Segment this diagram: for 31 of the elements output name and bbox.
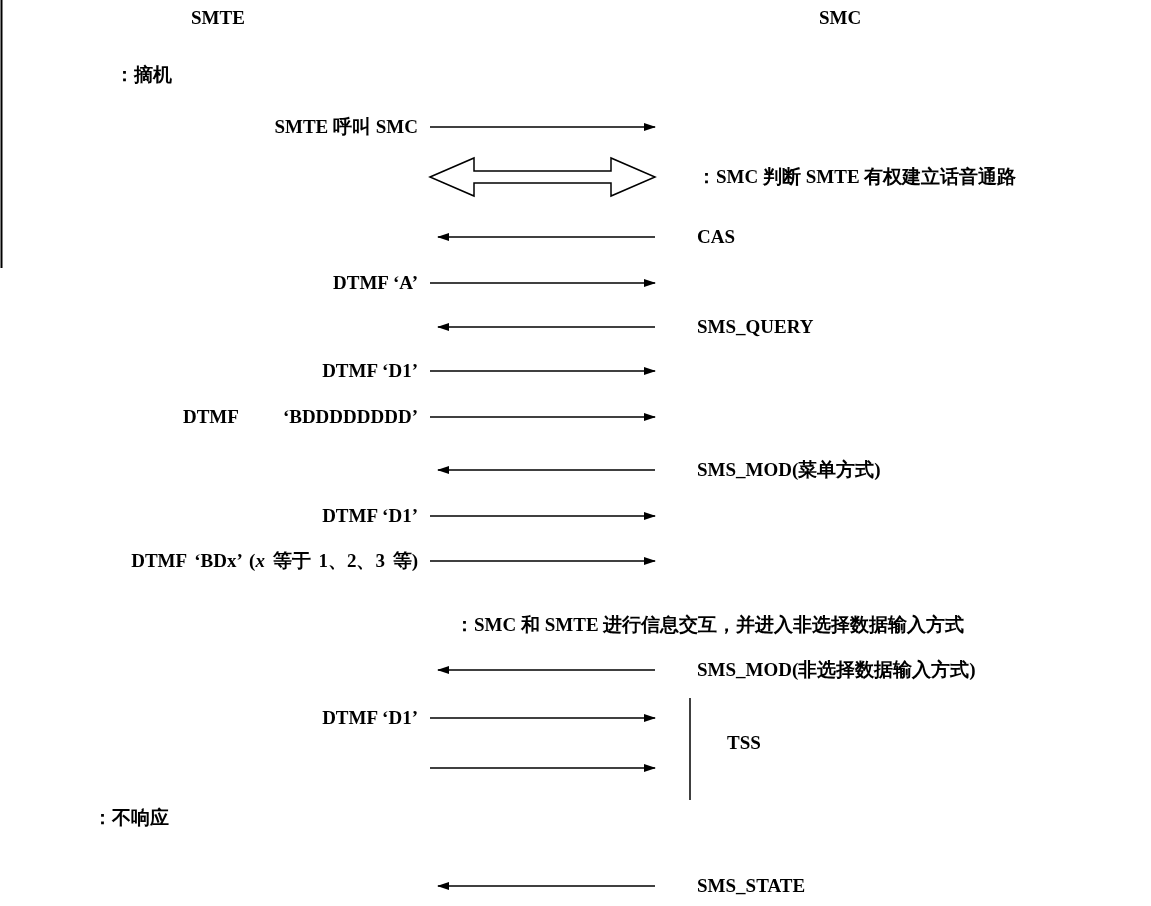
arrow (429, 714, 656, 722)
arrow (437, 233, 656, 241)
arrow (429, 512, 656, 520)
message-label: SMS_STATE (655, 876, 806, 896)
bracket-label: TSS (727, 731, 761, 755)
message-label: ：SMC 判断 SMTE 有权建立话音通路 (655, 167, 1017, 187)
column-heading: SMC (819, 6, 862, 30)
arrow (429, 367, 656, 375)
column-heading: SMTE (191, 6, 245, 30)
arrow (429, 413, 656, 421)
message-label: DTMF ‘D1’ (322, 506, 430, 526)
message-label: DTMF ‘BDx’ (x 等于 1、2、3 等) (131, 551, 430, 571)
message-label: SMS_MOD(菜单方式) (655, 460, 881, 480)
arrow (429, 279, 656, 287)
message-label: SMS_QUERY (655, 317, 814, 337)
note-text: ：SMC 和 SMTE 进行信息交互，并进入非选择数据输入方式 (455, 613, 965, 637)
arrow (437, 323, 656, 331)
message-label: DTMF ‘D1’ (322, 708, 430, 728)
message-label: DTMF ‘D1’ (322, 361, 430, 381)
note-text: ：摘机 (115, 63, 172, 87)
message-label: CAS (655, 227, 735, 247)
arrow (437, 882, 656, 890)
message-label: DTMF ‘BDDDDDDDD’ (182, 407, 430, 427)
message-label: DTMF ‘A’ (333, 273, 430, 293)
message-label: SMTE 呼叫 SMC (274, 117, 430, 137)
note-text: ：不响应 (93, 806, 169, 830)
arrow (437, 666, 656, 674)
arrow (429, 557, 656, 565)
arrow (429, 123, 656, 131)
message-label: SMS_MOD(非选择数据输入方式) (655, 660, 976, 680)
arrow (437, 466, 656, 474)
